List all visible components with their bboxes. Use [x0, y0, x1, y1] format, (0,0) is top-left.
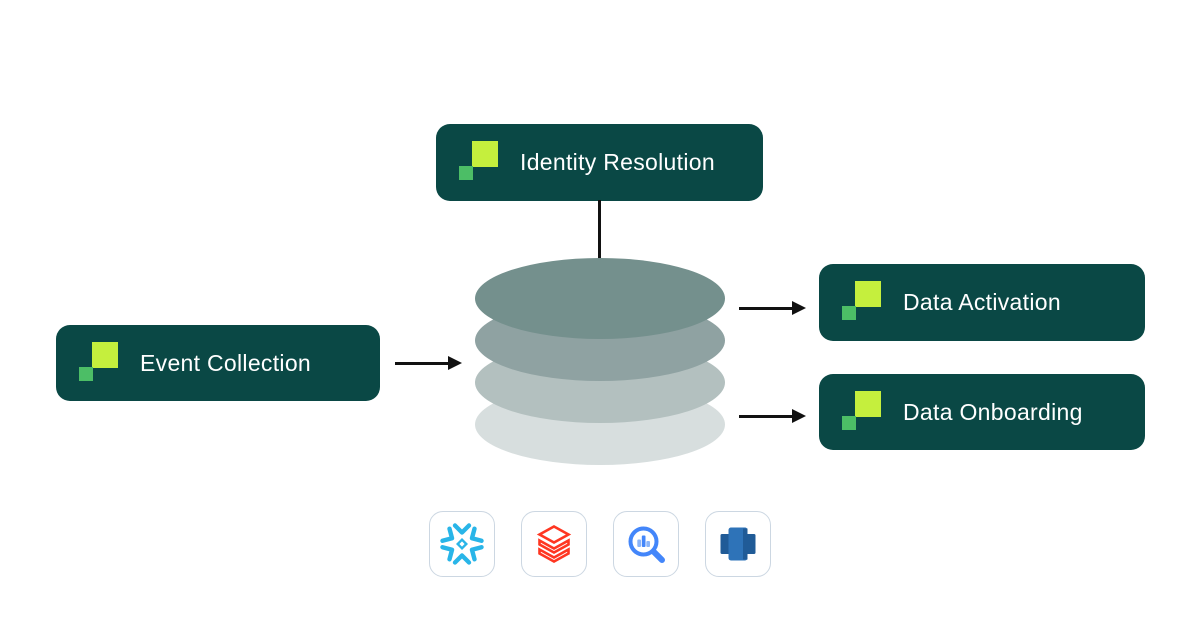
node-event-collection: Event Collection	[56, 325, 380, 401]
arrow-line	[395, 361, 449, 365]
node-label-data-activation: Data Activation	[903, 289, 1061, 315]
redshift-barrel-center-shade	[743, 528, 748, 560]
redshift-icon	[720, 527, 756, 561]
bigquery-handle	[650, 548, 665, 563]
logo-green-square	[459, 166, 473, 180]
node-label-data-onboarding: Data Onboarding	[903, 398, 1083, 425]
arrow-head-icon	[448, 356, 462, 370]
bigquery-bar-middle	[641, 535, 646, 547]
bigquery-bar-left	[637, 539, 641, 547]
logo-green-square	[842, 306, 856, 320]
logo-lime-square	[472, 141, 498, 167]
integration-card-databricks	[521, 511, 587, 577]
integration-card-redshift	[705, 511, 771, 577]
node-label-identity-resolution: Identity Resolution	[520, 149, 715, 175]
node-identity-resolution: Identity Resolution	[436, 124, 763, 201]
warehouse-stack-icon	[475, 258, 725, 465]
brand-logo-icon	[842, 281, 881, 324]
logo-lime-square	[855, 281, 881, 307]
integration-card-snowflake	[429, 511, 495, 577]
arrow-head-icon	[792, 409, 806, 423]
node-data-onboarding: Data Onboarding	[819, 374, 1145, 450]
brand-logo-icon	[79, 341, 118, 385]
warehouse-layer-1	[475, 258, 725, 339]
redshift-barrel-right	[745, 534, 756, 554]
node-label-event-collection: Event Collection	[140, 349, 311, 376]
bigquery-lens	[628, 526, 659, 557]
node-data-activation: Data Activation	[819, 264, 1145, 341]
arrow-head-icon	[792, 301, 806, 315]
arrow-line	[739, 414, 793, 418]
snowflake-center-hole	[459, 541, 465, 547]
bigquery-bar-right	[646, 541, 650, 547]
connector-identity-to-warehouse	[598, 200, 601, 263]
redshift-barrel-left	[720, 534, 731, 554]
arrow-warehouse-to-activation	[739, 301, 806, 315]
logo-green-square	[79, 366, 93, 381]
integration-card-bigquery	[613, 511, 679, 577]
snowflake-icon	[440, 523, 484, 565]
brand-logo-icon	[459, 141, 498, 184]
logo-lime-square	[855, 390, 881, 417]
logo-green-square	[842, 415, 856, 430]
brand-logo-icon	[842, 390, 881, 434]
arrow-warehouse-to-onboarding	[739, 409, 806, 423]
databricks-icon	[536, 525, 572, 563]
arrow-line	[739, 306, 793, 310]
bigquery-icon	[628, 526, 665, 563]
arrow-event-to-warehouse	[395, 356, 462, 370]
logo-lime-square	[92, 341, 118, 368]
redshift-barrel-center	[728, 527, 748, 561]
